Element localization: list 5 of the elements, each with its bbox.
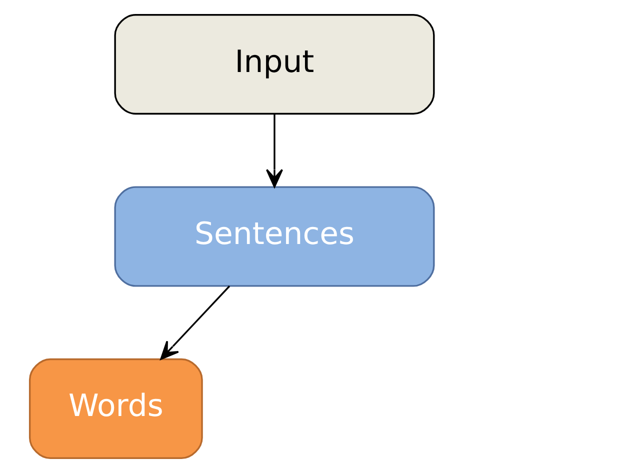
arrow [266, 114, 284, 188]
node-box: Words [28, 358, 203, 459]
node-box: Sentences [114, 186, 435, 287]
arrow [160, 286, 230, 360]
node-box: Input [114, 14, 435, 115]
